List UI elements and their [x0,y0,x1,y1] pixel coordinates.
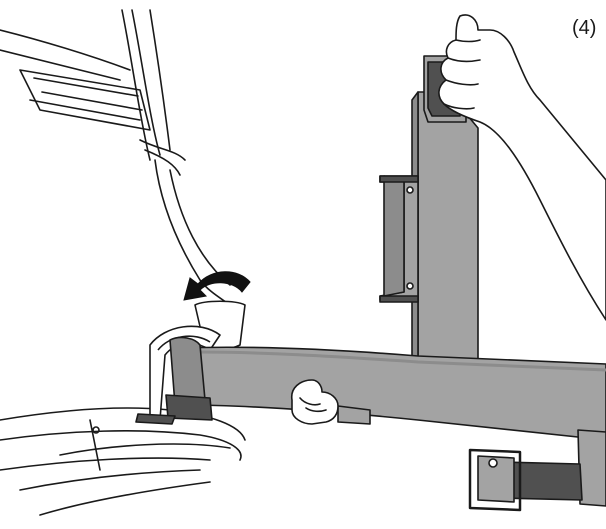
car-body [0,10,245,515]
mounting-bracket [380,176,418,302]
horizontal-bar [136,338,606,440]
hitch-receiver [470,430,606,510]
step-number-label: (4) [572,18,596,38]
